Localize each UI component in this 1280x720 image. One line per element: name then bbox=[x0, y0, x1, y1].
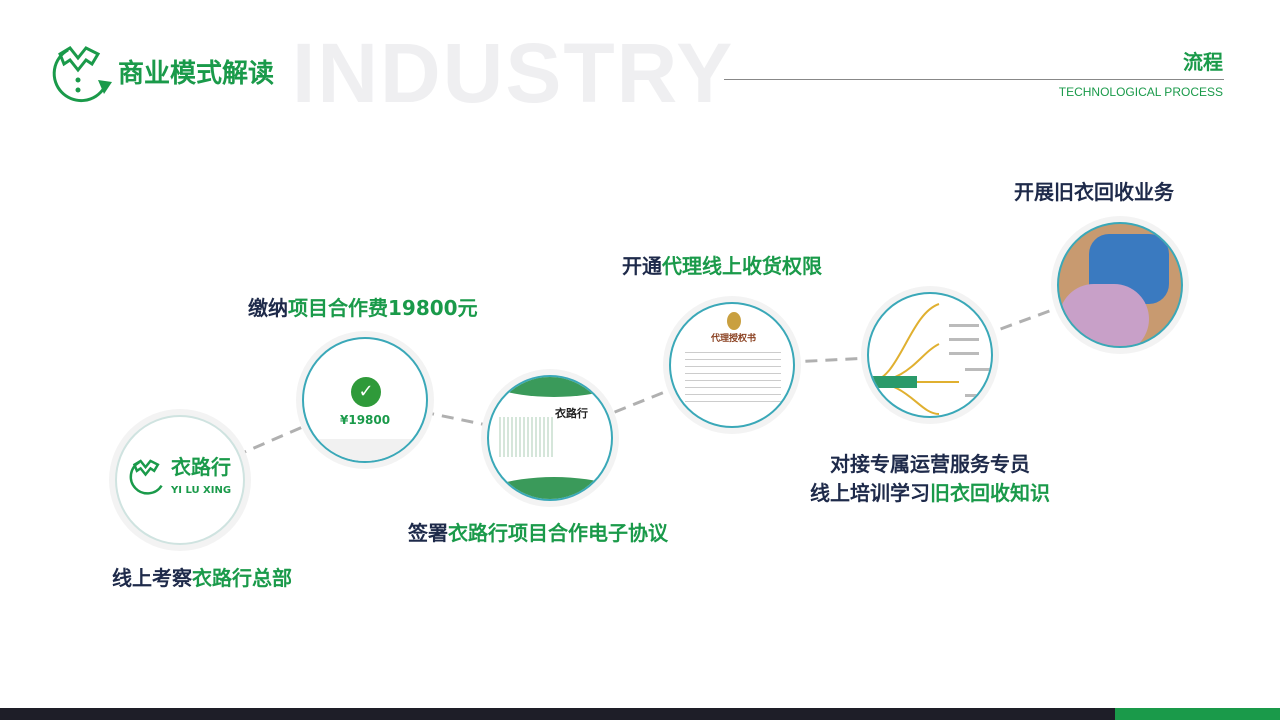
step-image-mindmap bbox=[867, 292, 993, 418]
footer-bar bbox=[0, 708, 1115, 720]
step-image-contract: 衣路行 bbox=[487, 375, 613, 501]
step-1-label: 线上考察衣路行总部 bbox=[112, 566, 292, 590]
step-4-label: 开通代理线上收货权限 bbox=[622, 254, 822, 278]
watermark-text: INDUSTRY bbox=[292, 26, 735, 120]
brand-logo-icon bbox=[129, 459, 163, 495]
step-image-payment: ✓ ¥19800 bbox=[302, 337, 428, 463]
step-2-label: 缴纳项目合作费19800元 bbox=[248, 296, 478, 320]
footer-accent-bar bbox=[1115, 708, 1280, 720]
step-image-certificate: 代理授权书 bbox=[669, 302, 795, 428]
brand-logo-icon bbox=[52, 46, 112, 103]
step-5-label: 对接专属运营服务专员线上培训学习旧衣回收知识 bbox=[810, 452, 1050, 505]
section-title: 流程 bbox=[1183, 50, 1223, 74]
section-subtitle: TECHNOLOGICAL PROCESS bbox=[1058, 85, 1223, 99]
step-6-label: 开展旧衣回收业务 bbox=[1014, 180, 1174, 204]
page-title: 商业模式解读 bbox=[118, 59, 275, 89]
step-image-logo: 衣路行 YI LU XING bbox=[115, 415, 245, 545]
step-3-label: 签署衣路行项目合作电子协议 bbox=[408, 521, 668, 545]
step-image-photo bbox=[1057, 222, 1183, 348]
check-icon: ✓ bbox=[351, 377, 381, 407]
divider bbox=[724, 79, 1224, 80]
